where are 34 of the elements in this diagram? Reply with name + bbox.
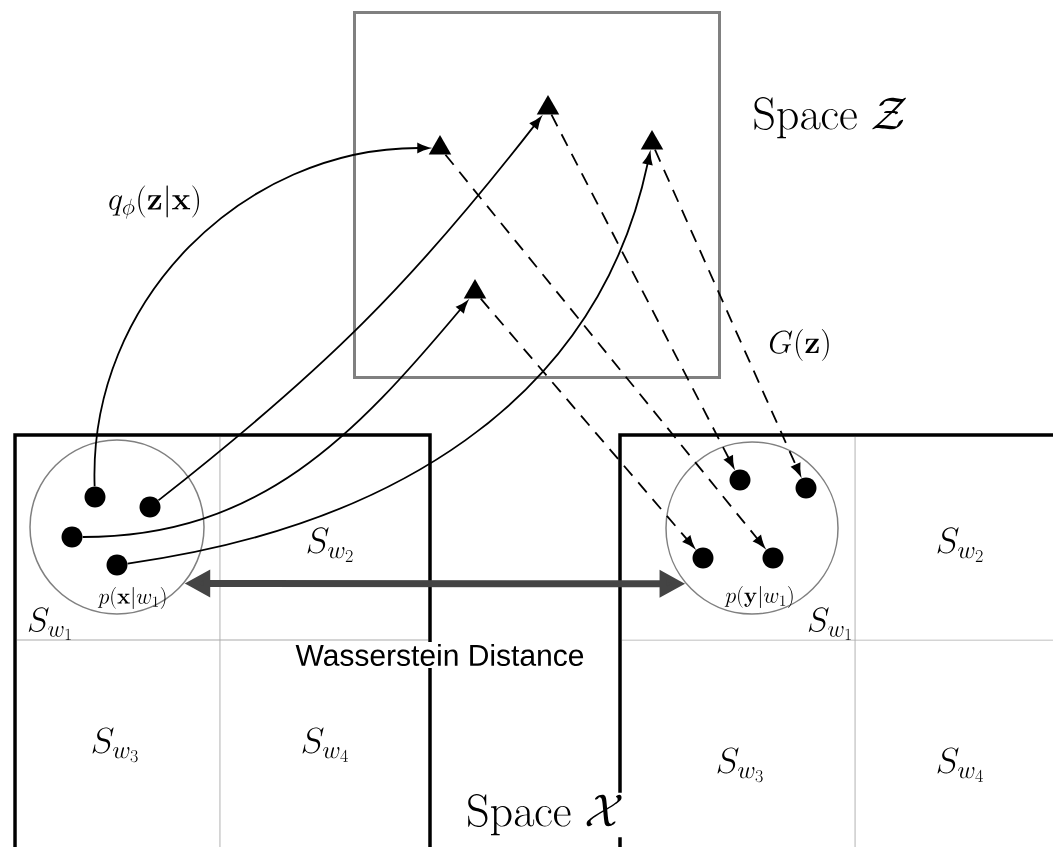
cell-label: $S_{w_1}$ <box>808 607 851 640</box>
dot <box>106 554 128 576</box>
distribution-label: $p(\mathbf{x}|w_1)$ <box>97 587 166 609</box>
dot <box>762 547 784 569</box>
dot <box>729 469 751 491</box>
dashed-arrow <box>654 148 801 476</box>
dashed-arrow <box>550 113 735 469</box>
edge-label: $q_\phi(\mathbf{z}|\mathbf{x})$ <box>106 183 204 221</box>
dashed-arrow <box>444 153 765 548</box>
dot <box>84 486 106 508</box>
space-label: $\mathrm{Space}\ \mathcal{X}$ <box>464 792 626 838</box>
dot <box>795 477 817 499</box>
dot <box>692 547 714 569</box>
dot <box>61 526 83 548</box>
triangle-marker <box>463 279 487 299</box>
triangle-marker <box>536 95 560 115</box>
cell-label: $S_{w_4}$ <box>937 747 983 782</box>
cell-label: $S_{w_2}$ <box>307 527 353 562</box>
dot <box>139 496 161 518</box>
edge-label: $G(\mathbf{z})$ <box>766 327 834 363</box>
space-label: $\mathrm{Space}\ \mathcal{Z}$ <box>754 97 906 139</box>
triangle-marker <box>640 130 664 150</box>
arrow <box>126 152 653 565</box>
cell-label: $S_{w_4}$ <box>302 727 348 762</box>
cell-label: $S_{w_2}$ <box>937 527 983 562</box>
cell-label: $S_{w_1}$ <box>28 607 71 640</box>
arrow <box>157 116 542 502</box>
arrow <box>81 300 468 538</box>
dashed-arrow <box>479 297 695 548</box>
cell-label: $S_{w_3}$ <box>92 727 138 763</box>
edge-label: Wasserstein Distance <box>293 642 587 668</box>
arrow <box>93 143 430 488</box>
distribution-label: $p(\mathbf{y}|w_1)$ <box>724 586 793 608</box>
cell-label: $S_{w_3}$ <box>717 747 763 783</box>
